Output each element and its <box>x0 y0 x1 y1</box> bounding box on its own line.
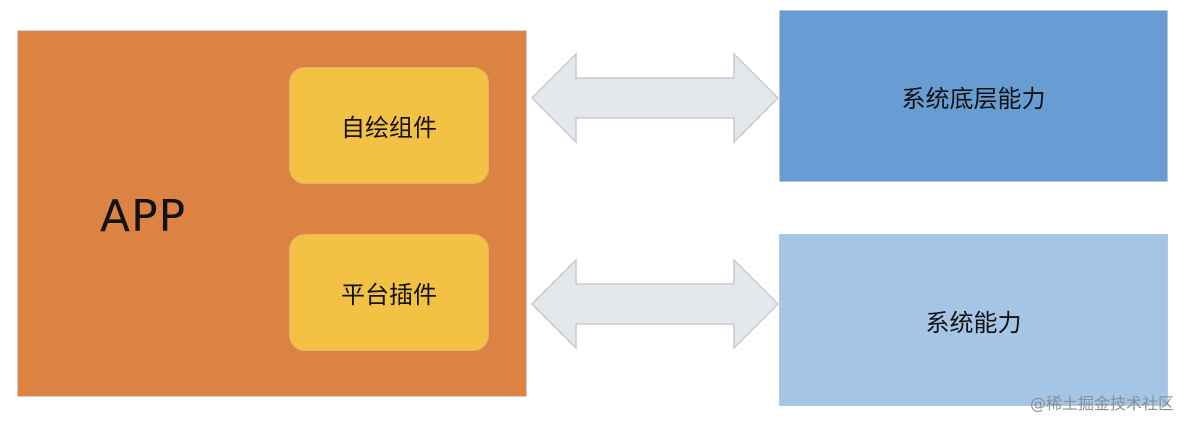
watermark: @稀土掘金技术社区 <box>1029 394 1174 413</box>
platform-plugin-label: 平台插件 <box>341 281 437 309</box>
platform-plugin-box: 平台插件 <box>289 234 489 351</box>
system-low-level-capability-label: 系统底层能力 <box>901 84 1046 113</box>
system-low-level-capability-box: 系统底层能力 <box>779 10 1168 182</box>
app-container: APP 自绘组件 平台插件 <box>17 30 527 397</box>
self-drawn-component-label: 自绘组件 <box>341 114 437 142</box>
double-arrow-top-icon <box>530 52 780 144</box>
self-drawn-component-box: 自绘组件 <box>289 67 489 184</box>
double-arrow-bottom-icon <box>530 258 780 350</box>
system-capability-box: 系统能力 <box>779 234 1168 406</box>
app-label: APP <box>100 191 187 242</box>
system-capability-label: 系统能力 <box>925 308 1022 337</box>
